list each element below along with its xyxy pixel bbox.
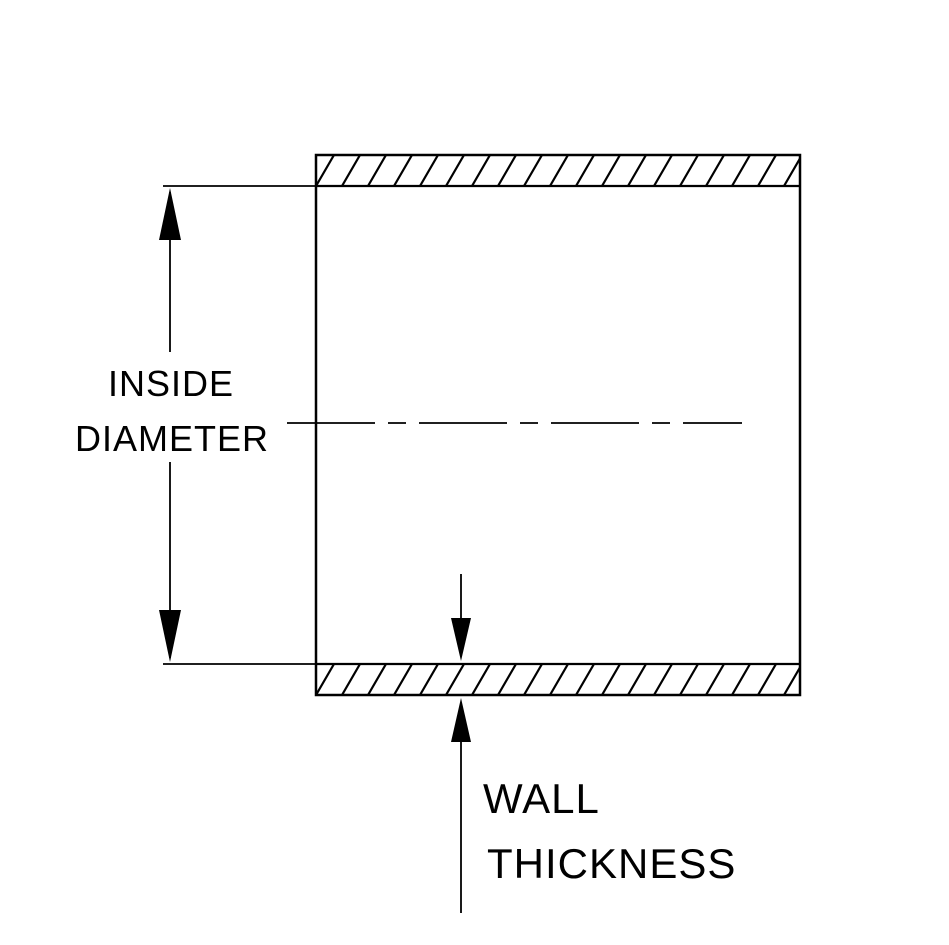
wall-thickness-label-line2: THICKNESS [487,840,736,887]
id-arrow-down-icon [159,610,181,662]
top-wall-hatching [316,155,800,186]
tube-outline [314,153,802,697]
inside-diameter-label-line2: DIAMETER [75,418,269,459]
wt-arrow-down-icon [451,618,471,661]
wall-thickness-label-line1: WALL [483,775,600,822]
wt-arrow-up-icon [451,698,471,742]
inside-diameter-label-line1: INSIDE [108,363,234,404]
bottom-wall-hatching [316,664,800,695]
id-arrow-up-icon [159,188,181,240]
